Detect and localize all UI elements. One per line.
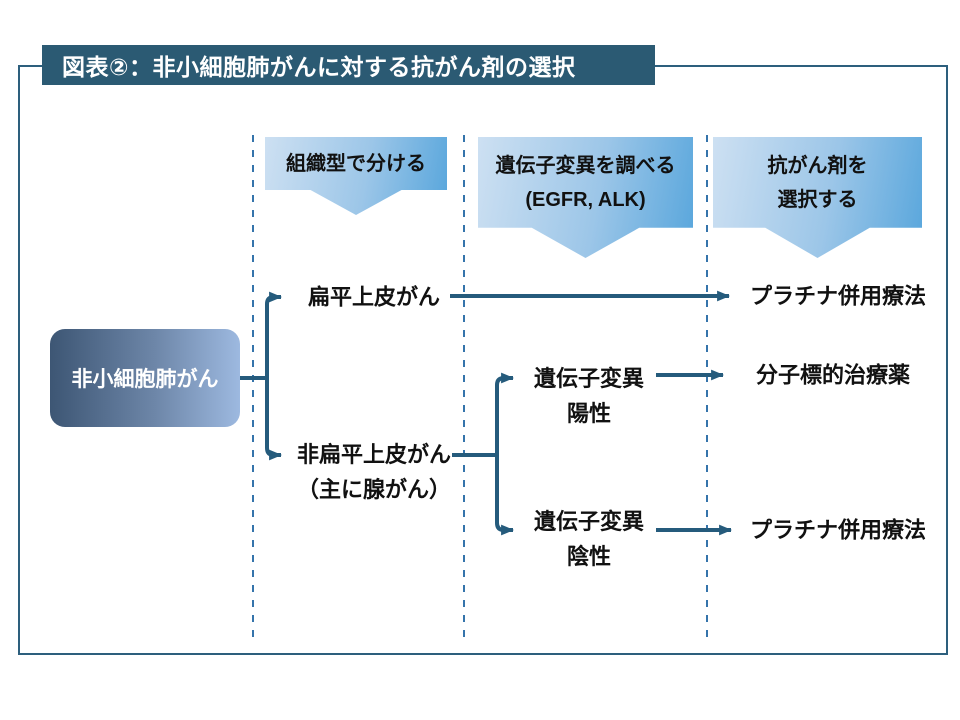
node-mutation-negative-label-1: 遺伝子変異 bbox=[533, 509, 645, 534]
node-squamous-label: 扁平上皮がん bbox=[307, 284, 441, 310]
column-header-mutation-test: 遺伝子変異を調べる (EGFR, ALK) bbox=[478, 137, 693, 258]
node-mutation-positive-label-2: 陽性 bbox=[566, 401, 612, 426]
column-header-mutation-test-label-1: 遺伝子変異を調べる bbox=[495, 154, 676, 177]
node-non-squamous-note: （主に腺がん） bbox=[296, 477, 452, 502]
root-node-label: 非小細胞肺がん bbox=[71, 368, 219, 391]
outcome-platinum-bottom-label: プラチナ併用療法 bbox=[749, 517, 927, 543]
outcome-targeted-therapy-label: 分子標的治療薬 bbox=[755, 362, 911, 388]
column-header-drug-selection-label-1: 抗がん剤を bbox=[767, 154, 868, 177]
outcome-platinum-top: プラチナ併用療法 bbox=[750, 279, 926, 314]
node-mutation-negative-label-2: 陰性 bbox=[566, 544, 612, 569]
node-squamous: 扁平上皮がん bbox=[308, 280, 440, 315]
outcome-platinum-top-label: プラチナ併用療法 bbox=[749, 283, 927, 309]
node-mutation-positive: 遺伝子変異 陽性 bbox=[534, 361, 644, 431]
root-node: 非小細胞肺がん bbox=[50, 329, 240, 427]
column-header-drug-selection-label-2: 選択する bbox=[777, 188, 858, 211]
node-mutation-negative: 遺伝子変異 陰性 bbox=[534, 504, 644, 574]
title-bar: 図表②：非小細胞肺がんに対する抗がん剤の選択 bbox=[42, 45, 655, 85]
outcome-targeted-therapy: 分子標的治療薬 bbox=[756, 358, 910, 393]
node-mutation-positive-label-1: 遺伝子変異 bbox=[533, 366, 645, 391]
column-header-histology-label: 組織型で分ける bbox=[286, 152, 426, 175]
outcome-platinum-bottom: プラチナ併用療法 bbox=[750, 513, 926, 548]
node-non-squamous-label: 非扁平上皮がん bbox=[296, 442, 452, 467]
page-title: 図表②：非小細胞肺がんに対する抗がん剤の選択 bbox=[62, 54, 576, 80]
node-non-squamous: 非扁平上皮がん （主に腺がん） bbox=[297, 437, 451, 507]
column-header-mutation-test-label-2: (EGFR, ALK) bbox=[525, 188, 646, 211]
